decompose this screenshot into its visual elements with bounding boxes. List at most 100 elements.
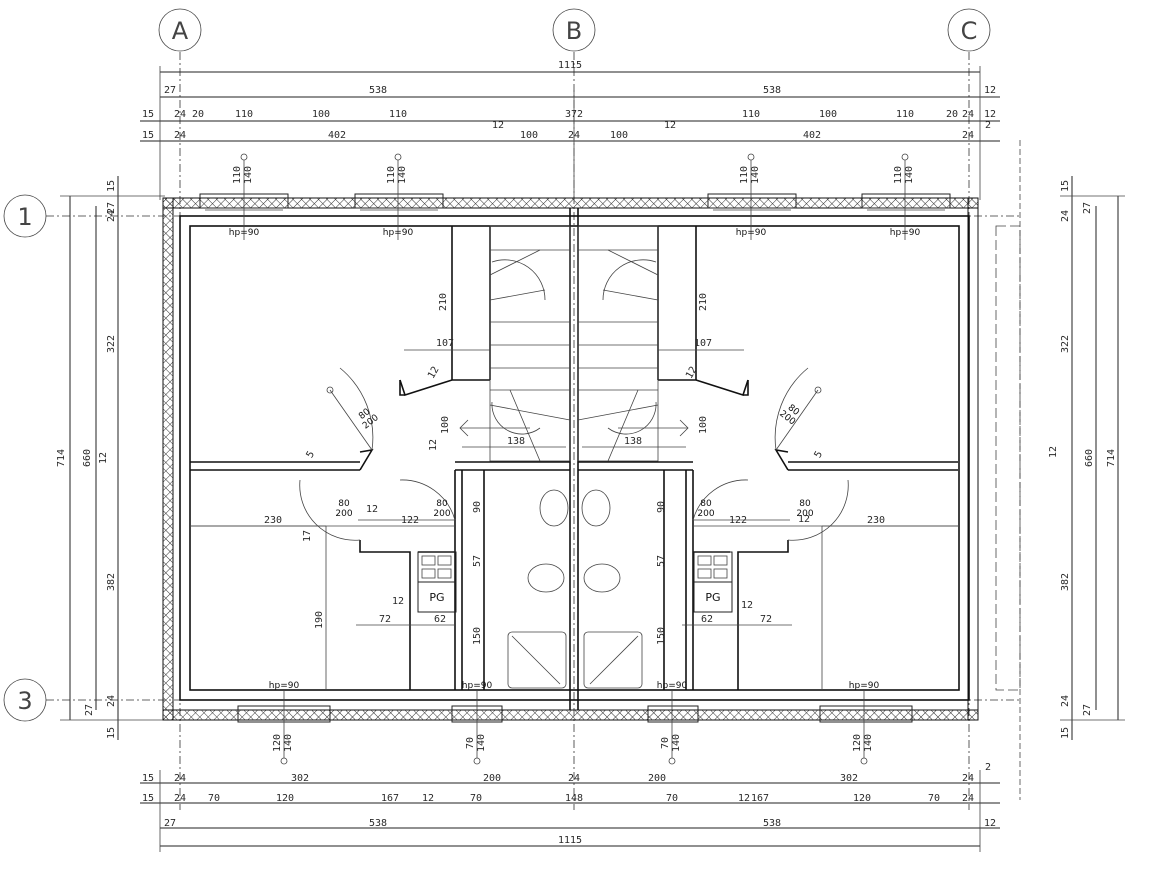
dim-bot-r1-3: 200 [483, 773, 501, 784]
dim-top-r2-1: 24 [174, 109, 186, 120]
dim-bot-r2-7: 148 [565, 793, 583, 804]
dim-left-mid: 660 [82, 449, 93, 467]
dim-left-seg-3: 322 [106, 335, 117, 353]
dim-bot-r2-6: 70 [470, 793, 482, 804]
dim-top-r2-7: 110 [742, 109, 760, 120]
window-tag-bottom-1: 70140 [465, 734, 487, 752]
dim-top-r3-9: 24 [962, 130, 974, 141]
room-dim-left-6: 5 [305, 449, 318, 460]
axis-bubble-c: C [947, 8, 991, 52]
window-tag-bottom-3: 120140 [852, 734, 874, 752]
dim-right-seg-6: 24 [1060, 695, 1071, 707]
room-dim-right-1: 107 [694, 338, 712, 349]
dim-bot-r2-0: 15 [142, 793, 154, 804]
dim-left-seg-1: 27 [106, 202, 117, 214]
dim-overall-top: 1115 [558, 60, 582, 71]
dim-left-seg-2: 24 [106, 210, 117, 222]
dim-top-r1-3: 12 [984, 85, 996, 96]
room-dim-left-0: 210 [438, 293, 449, 311]
room-dim-left-13: 12 [392, 596, 404, 607]
dim-top-r1-1: 538 [369, 85, 387, 96]
room-dim-right-14: 150 [656, 627, 667, 645]
dim-overall-bottom: 1115 [558, 835, 582, 846]
window-tag-top-2: 110140 [739, 166, 761, 184]
dim-top-r3-1: 24 [174, 130, 186, 141]
dim-left-seg-8: 15 [106, 727, 117, 739]
dim-top-r2-3: 110 [235, 109, 253, 120]
room-dim-right-0: 210 [698, 293, 709, 311]
room-dim-right-13: 72 [760, 614, 772, 625]
axis-label-3: 3 [17, 687, 32, 715]
exterior-walls [162, 197, 1021, 721]
window-tag-bottom-2: 70140 [660, 734, 682, 752]
room-dim-left-14: 72 [379, 614, 391, 625]
room-dim-right-3: 100 [698, 416, 709, 434]
dim-right-seg-4: 12 [1048, 446, 1059, 458]
dim-bot-r1-7: 24 [962, 773, 974, 784]
room-dim-left-2: 12 [426, 365, 442, 381]
axis-bubble-a: A [158, 8, 202, 52]
room-dim-left-10: 12 [366, 504, 378, 515]
sill-label-7: hp=90 [849, 681, 880, 691]
room-dim-left-7: 230 [264, 515, 282, 526]
axis-label-c: C [961, 17, 978, 45]
axis-label-1: 1 [17, 203, 32, 231]
dim-top-r3-7: 12 [664, 120, 676, 131]
sill-label-2: hp=90 [736, 228, 767, 238]
room-dim-right-8: 90 [656, 501, 667, 513]
dim-left-outer: 714 [56, 449, 67, 467]
dim-left-seg-5: 382 [106, 573, 117, 591]
left-dimension-lines [60, 176, 165, 740]
axis-label-b: B [566, 17, 582, 45]
room-dim-left-3: 100 [440, 416, 451, 434]
dim-top-r3-6: 100 [610, 130, 628, 141]
dim-top-r3-2: 402 [328, 130, 346, 141]
dim-right-seg-1: 27 [1082, 202, 1093, 214]
interior-walls-left [190, 225, 571, 690]
stair-arrows [459, 419, 689, 437]
axis-label-a: A [172, 17, 189, 45]
window-tag-top-3: 110140 [893, 166, 915, 184]
room-dim-left-16: 190 [314, 611, 325, 629]
room-dim-left-4: 12 [428, 439, 439, 451]
window-tag-bottom-0: 120140 [272, 734, 294, 752]
dim-bot-r2-11: 120 [853, 793, 871, 804]
dim-right-outer: 714 [1106, 449, 1117, 467]
dim-bot-r2-4: 167 [381, 793, 399, 804]
dim-top-r3-10: 2 [985, 120, 991, 131]
dim-bot-r3-2: 538 [763, 818, 781, 829]
dim-bot-r1-0: 15 [142, 773, 154, 784]
room-dim-right-9: 12 [798, 514, 810, 525]
room-dim-right-12: 12 [741, 600, 753, 611]
dim-top-r2-4: 100 [312, 109, 330, 120]
dim-bot-r1-4: 24 [568, 773, 580, 784]
room-dim-left-9: 90 [472, 501, 483, 513]
dim-bot-r1-8: 2 [985, 762, 991, 773]
window-tag-top-0: 110140 [232, 166, 254, 184]
sill-label-5: hp=90 [462, 681, 493, 691]
windows-top [199, 193, 951, 211]
dim-right-seg-8: 15 [1060, 727, 1071, 739]
dim-top-r3-4: 100 [520, 130, 538, 141]
dim-bot-r2-8: 70 [666, 793, 678, 804]
axis-bubble-3: 3 [3, 678, 47, 722]
sill-label-3: hp=90 [890, 228, 921, 238]
right-dimension-lines [1060, 176, 1125, 740]
room-dim-left-15: 62 [434, 614, 446, 625]
dim-right-seg-2: 24 [1060, 210, 1071, 222]
dim-top-r2-8: 100 [819, 109, 837, 120]
bottom-dimension-lines [140, 770, 1000, 852]
dim-top-r2-11: 24 [962, 109, 974, 120]
appliance-label-left: PG [429, 591, 444, 604]
dim-left-seg-6: 24 [106, 695, 117, 707]
dim-top-r3-3: 12 [492, 120, 504, 131]
room-dim-right-5: 5 [813, 449, 826, 460]
room-dim-left-17: 150 [472, 627, 483, 645]
room-dim-left-12: 57 [472, 555, 483, 567]
dim-top-r3-8: 402 [803, 130, 821, 141]
dim-top-r2-6: 372 [565, 109, 583, 120]
window-tag-top-1: 110140 [386, 166, 408, 184]
